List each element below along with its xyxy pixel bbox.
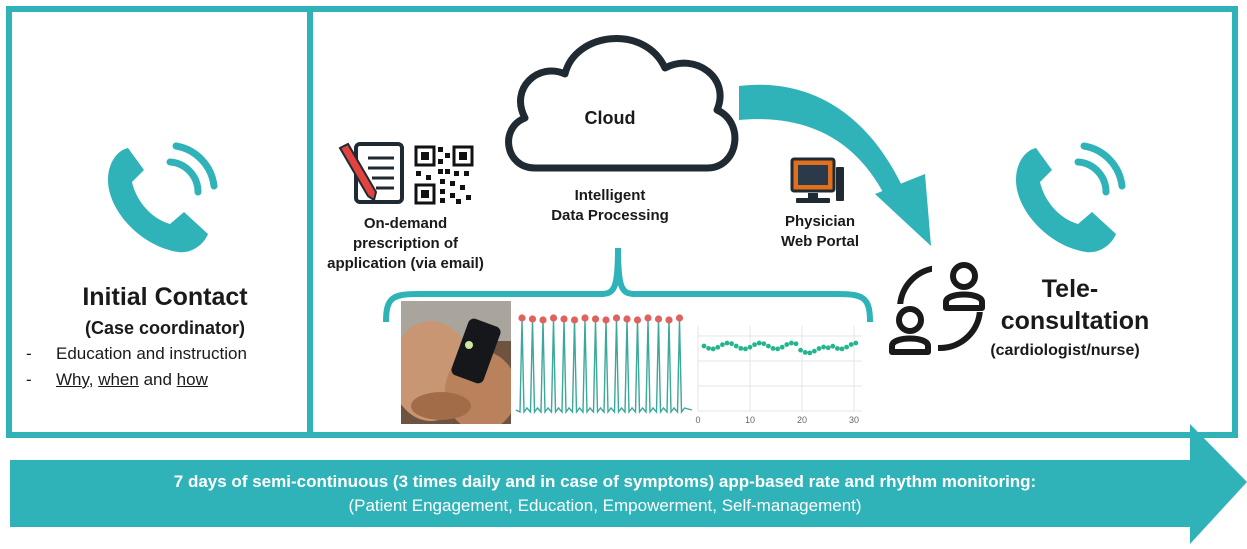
trend-dot	[812, 348, 817, 354]
monitoring-banner-title: 7 days of semi-continuous (3 times daily…	[173, 472, 1037, 491]
ppg-peak-marker	[644, 314, 652, 322]
trend-dot	[720, 342, 725, 348]
prescription-line1: On-demand	[363, 215, 448, 232]
tele-label: Tele-	[1041, 275, 1099, 303]
prescription-line3: application (via email)	[327, 255, 484, 272]
ppg-peak-marker	[633, 316, 642, 324]
web-portal-line2: Web Portal	[780, 233, 860, 250]
trend-dot	[724, 340, 730, 346]
trend-dot	[839, 346, 845, 352]
trend-dot	[853, 340, 859, 346]
processing-line2: Data Processing	[551, 207, 669, 224]
trend-dot	[821, 344, 826, 350]
trend-dot	[756, 340, 762, 346]
trend-dot	[844, 344, 849, 350]
separator-text: and	[138, 370, 177, 389]
trend-dot	[743, 346, 748, 352]
trend-dot	[710, 346, 716, 352]
web-portal-label: Physician Web Portal	[760, 212, 880, 252]
trend-dot	[784, 342, 790, 347]
ppg-peak-marker	[623, 315, 631, 323]
case-coordinator-subtitle: (Case coordinator)	[84, 318, 246, 338]
trend-dot	[738, 345, 744, 351]
ppg-peak-marker	[570, 316, 579, 324]
cardiologist-nurse-label: (cardiologist/nurse)	[990, 342, 1140, 359]
bullet-item: - Education and instruction	[26, 341, 247, 367]
separator-text: ,	[88, 370, 99, 389]
trend-dot	[789, 340, 794, 346]
trend-dot	[733, 343, 739, 349]
computer-icon	[790, 157, 844, 203]
trend-dot	[807, 350, 813, 356]
ppg-peak-marker	[581, 314, 589, 322]
qr-code-icon	[414, 145, 474, 205]
prescription-document-icon	[338, 142, 404, 204]
phone-icon	[1016, 142, 1126, 253]
initial-contact-title: Initial Contact	[82, 283, 248, 311]
bullet-dash: -	[26, 344, 32, 363]
trend-dot	[752, 342, 757, 348]
monitoring-banner-arrow	[10, 424, 1247, 544]
trend-dot	[816, 346, 822, 351]
phone-icon	[108, 142, 218, 253]
why-text: Why	[56, 370, 89, 389]
initial-contact-bullets: - Education and instruction - Why, when …	[26, 341, 247, 393]
ppg-peak-marker	[675, 314, 684, 322]
trend-dot	[770, 346, 776, 351]
ppg-peak-marker	[602, 316, 610, 324]
trend-dot	[793, 341, 799, 347]
ppg-peak-marker	[528, 315, 537, 323]
trend-dot	[848, 342, 854, 347]
ppg-waveform-line	[515, 319, 693, 415]
trend-dot	[747, 344, 753, 350]
ppg-peak-marker	[591, 315, 600, 323]
bullet-item: - Why, when and how	[26, 367, 247, 393]
trend-dot	[779, 344, 785, 350]
trend-dot	[825, 345, 831, 351]
ppg-peak-marker	[518, 314, 526, 322]
main-frame	[6, 6, 1238, 438]
x-tick-label: 30	[849, 415, 859, 425]
prescription-line2: prescription of	[352, 235, 458, 252]
x-tick-label: 10	[745, 415, 755, 425]
when-text: when	[98, 370, 139, 389]
trend-dot	[715, 344, 721, 350]
ppg-peak-marker	[612, 314, 621, 322]
cloud-icon	[505, 35, 739, 172]
ppg-peak-marker	[549, 314, 558, 322]
processing-line1: Intelligent	[574, 187, 646, 204]
bullet-dash: -	[26, 370, 32, 389]
cloud-label: Cloud	[584, 108, 636, 128]
trend-dot	[802, 350, 808, 355]
curly-bracket	[383, 247, 873, 323]
trend-dot	[701, 343, 707, 349]
trend-dot	[766, 343, 771, 349]
trend-dot	[775, 346, 780, 352]
how-text: how	[176, 370, 208, 389]
ppg-peak-marker	[665, 316, 673, 324]
heart-rate-trend-chart: 0 10 20 30	[695, 326, 862, 425]
panel-divider	[307, 6, 313, 438]
processing-label: Intelligent Data Processing	[545, 186, 675, 226]
ppg-peak-marker	[654, 315, 663, 323]
curved-arrow-icon	[739, 84, 931, 246]
x-tick-label: 20	[797, 415, 807, 425]
monitoring-banner-subtitle: (Patient Engagement, Education, Empowerm…	[348, 496, 862, 515]
trend-dot	[830, 343, 836, 349]
trend-dot	[798, 347, 803, 353]
people-consultation-icon	[888, 262, 988, 357]
ppg-waveform-chart	[514, 300, 694, 426]
trend-dot	[706, 345, 711, 351]
web-portal-line1: Physician	[784, 213, 856, 230]
prescription-label: On-demand prescription of application (v…	[318, 214, 493, 274]
trend-dot	[835, 346, 840, 351]
ppg-peak-marker	[539, 316, 547, 324]
ppg-peak-marker	[560, 315, 568, 323]
x-tick-label: 0	[695, 415, 700, 425]
trend-dot	[761, 341, 767, 347]
trend-dot	[729, 341, 734, 347]
consultation-label: consultation	[1000, 307, 1150, 335]
patient-smartphone-photo	[401, 301, 511, 424]
bullet-text: Education and instruction	[56, 344, 247, 363]
